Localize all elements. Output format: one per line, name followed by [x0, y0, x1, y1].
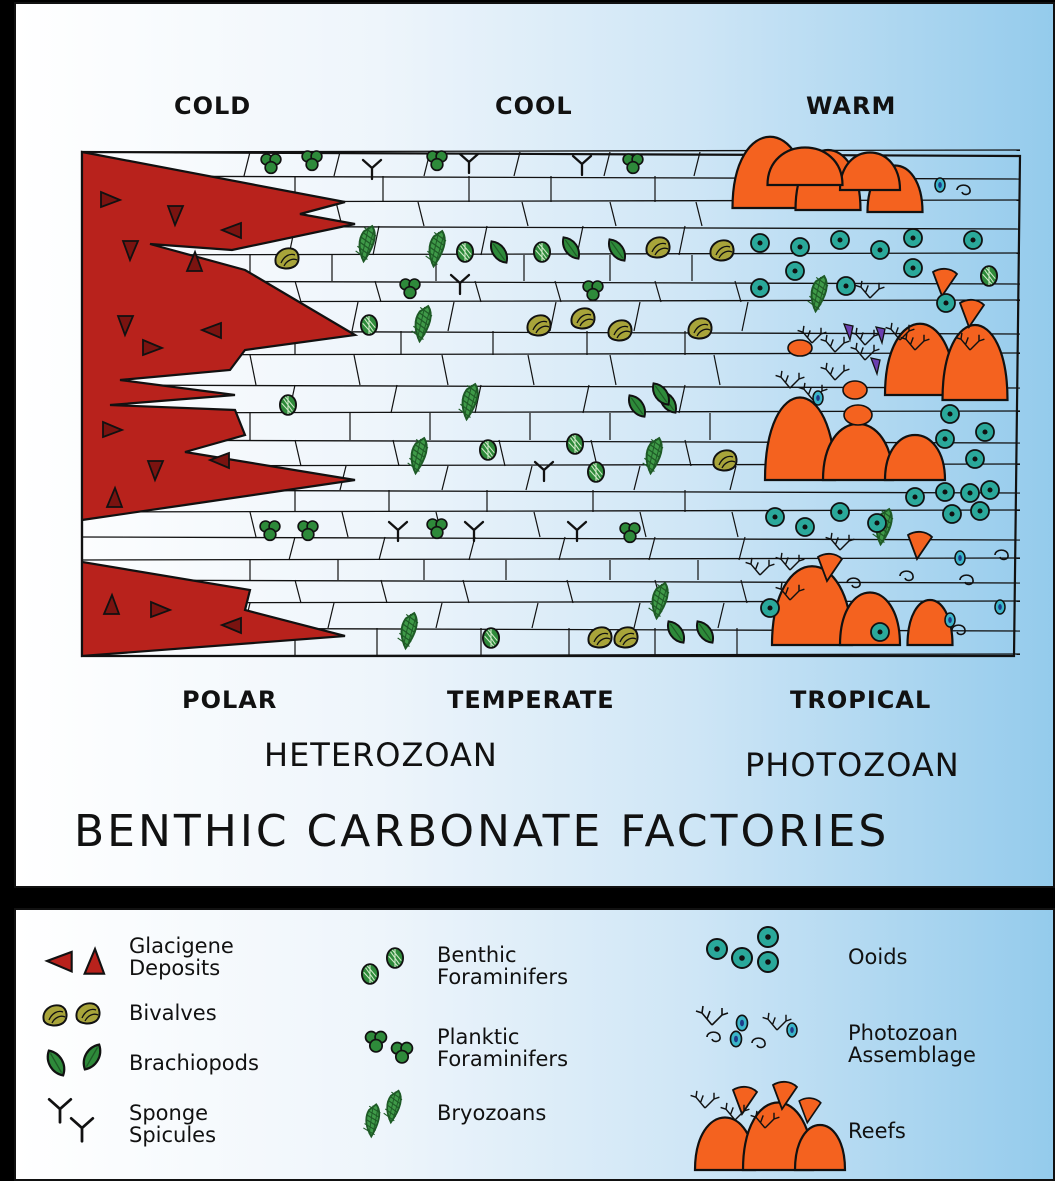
photozoan-grain-icon — [737, 1015, 748, 1030]
brachiopod-icon — [43, 1047, 69, 1078]
photozoan-grain-icon — [787, 1023, 797, 1037]
legend-label-benthic-foraminifers: Benthic Foraminifers — [437, 944, 568, 988]
ooid-icon — [758, 927, 778, 947]
legend-label-bryozoans: Bryozoans — [437, 1102, 546, 1124]
spicule-icon — [49, 1099, 71, 1122]
glacigene-icon — [47, 952, 72, 972]
legend-label-ooids: Ooids — [848, 946, 907, 968]
glacigene-icon — [85, 949, 105, 974]
bivalve-icon — [76, 1003, 99, 1023]
photozoan-grain-icon — [731, 1031, 742, 1046]
ooid-icon — [758, 952, 778, 972]
ooid-icon — [707, 939, 727, 959]
brachiopod-icon — [79, 1041, 105, 1072]
bivalve-icon — [43, 1005, 66, 1025]
legend-label-planktic-foraminifers: Planktic Foraminifers — [437, 1026, 568, 1070]
branching-coral-icon — [691, 1091, 720, 1108]
planktic-foram-icon — [366, 1032, 387, 1052]
legend-label-brachiopods: Brachiopods — [129, 1052, 259, 1074]
spicule-icon — [71, 1118, 93, 1141]
legend-label-photozoan-assemblage: Photozoan Assemblage — [848, 1022, 976, 1066]
legend-label-bivalves: Bivalves — [129, 1002, 217, 1024]
bryozoan-icon — [362, 1103, 383, 1138]
legend-label-glacigene: Glacigene Deposits — [129, 935, 234, 979]
benthic-foram-icon — [362, 964, 378, 984]
legend-label-sponge-spicules: Sponge Spicules — [129, 1102, 216, 1146]
photozoan-grain-icon — [707, 1032, 720, 1041]
benthic-foram-icon — [387, 948, 403, 968]
branching-coral-icon — [696, 1006, 728, 1025]
planktic-foram-icon — [392, 1043, 413, 1063]
legend-label-reefs: Reefs — [848, 1120, 906, 1142]
bryozoan-icon — [382, 1089, 405, 1124]
reef-icon — [691, 1082, 845, 1170]
ooid-icon — [732, 948, 752, 968]
photozoan-grain-icon — [752, 1038, 765, 1047]
